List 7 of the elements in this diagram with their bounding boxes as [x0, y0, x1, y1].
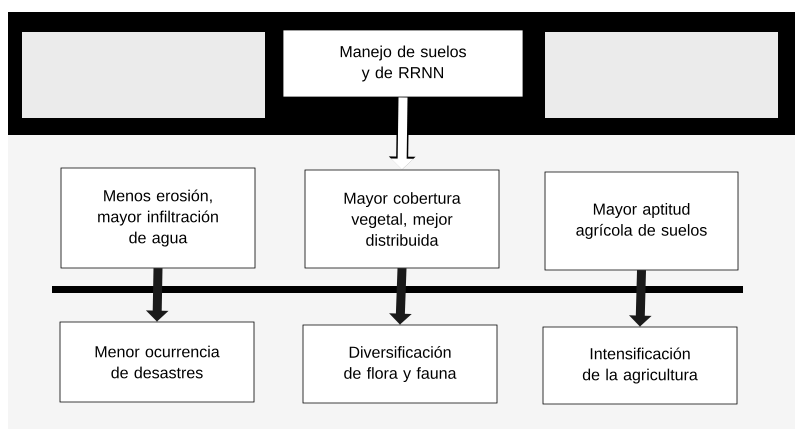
text-box: Intensificación de la agricultura: [542, 326, 738, 404]
text-box: Manejo de suelos y de RRNN: [282, 30, 524, 98]
text-box: Mayor cobertura vegetal, mejor distribuida: [304, 170, 500, 268]
text-box: Diversificación de flora y fauna: [302, 324, 498, 404]
text-box: Menor ocurrencia de desastres: [60, 322, 254, 402]
text-box: Mayor aptitud agrícola de suelos: [544, 172, 738, 270]
text-box: Menos erosión, mayor infiltración de agua: [60, 168, 256, 268]
